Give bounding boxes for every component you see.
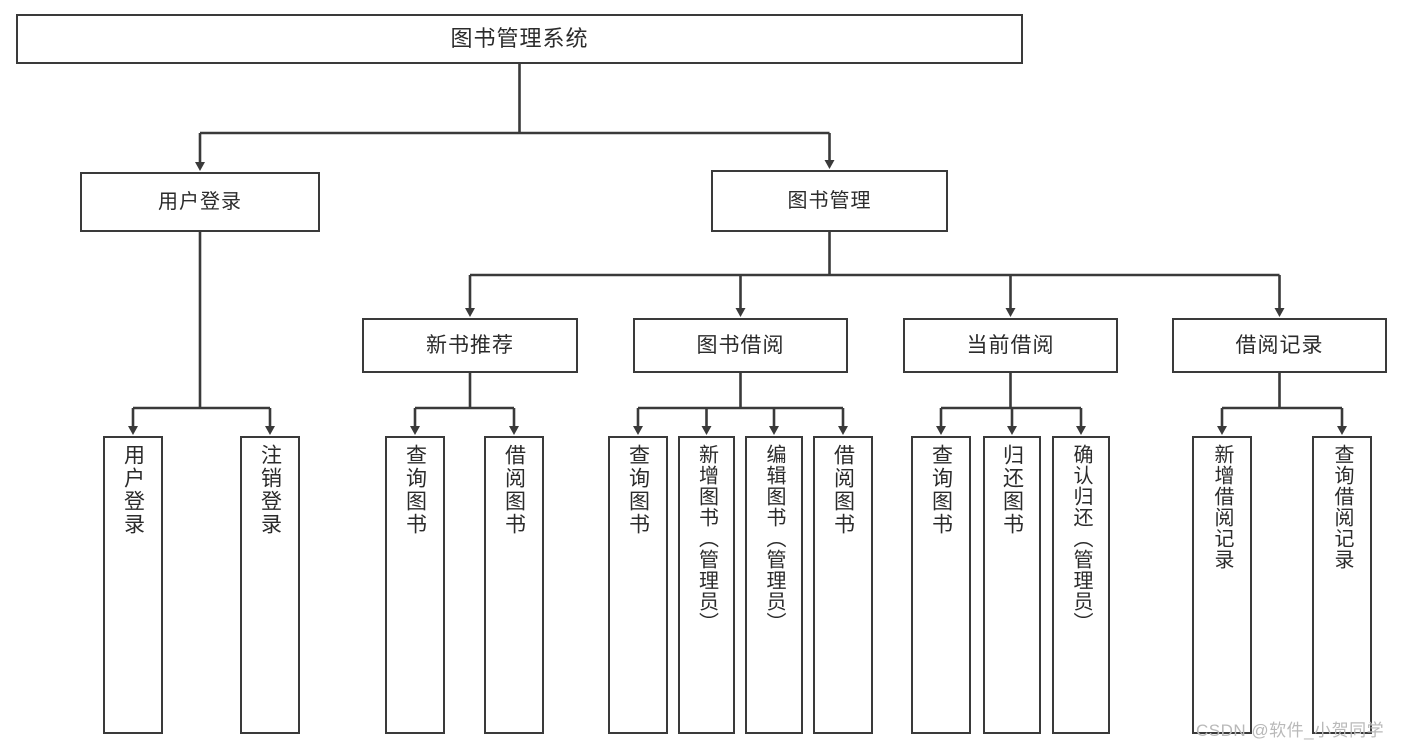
node-current[interactable]: 当前借阅 <box>903 318 1118 373</box>
node-leaf-history-1[interactable]: 新增借阅记录 <box>1192 436 1252 734</box>
node-leaf-newrec-1[interactable]: 查询图书 <box>385 436 445 734</box>
node-label: 图书借阅 <box>696 333 785 357</box>
node-leaf-borrow-4[interactable]: 借阅图书 <box>813 436 873 734</box>
node-leaf-current-2[interactable]: 归还图书 <box>983 436 1041 734</box>
node-root[interactable]: 图书管理系统 <box>16 14 1023 64</box>
node-label: 用户登录 <box>121 444 145 536</box>
node-leaf-borrow-1[interactable]: 查询图书 <box>608 436 668 734</box>
node-label: 查询图书 <box>929 444 953 536</box>
node-leaf-history-2[interactable]: 查询借阅记录 <box>1312 436 1372 734</box>
node-newrec[interactable]: 新书推荐 <box>362 318 578 373</box>
node-leaf-newrec-2[interactable]: 借阅图书 <box>484 436 544 734</box>
node-history[interactable]: 借阅记录 <box>1172 318 1387 373</box>
node-label: 注销登录 <box>258 444 282 536</box>
node-label: 确认归还（管理员） <box>1070 444 1092 633</box>
node-label: 新增图书（管理员） <box>695 444 718 633</box>
node-leaf-borrow-3[interactable]: 编辑图书（管理员） <box>745 436 803 734</box>
node-label: 图书管理系统 <box>450 25 589 51</box>
node-label: 图书管理 <box>787 189 872 212</box>
node-leaf-borrow-2[interactable]: 新增图书（管理员） <box>678 436 735 734</box>
node-label: 编辑图书（管理员） <box>763 444 785 633</box>
node-label: 查询图书 <box>626 444 650 536</box>
node-label: 借阅图书 <box>502 444 526 536</box>
node-label: 当前借阅 <box>966 333 1055 357</box>
node-label: 查询图书 <box>403 444 427 536</box>
watermark-label: CSDN @软件_小贺同学 <box>1196 721 1385 740</box>
node-borrow[interactable]: 图书借阅 <box>633 318 848 373</box>
node-label: 借阅记录 <box>1235 333 1324 357</box>
node-leaf-login-1[interactable]: 用户登录 <box>103 436 163 734</box>
node-login[interactable]: 用户登录 <box>80 172 320 232</box>
node-label: 查询借阅记录 <box>1331 444 1353 570</box>
node-label: 新增借阅记录 <box>1211 444 1233 570</box>
node-label: 借阅图书 <box>831 444 855 536</box>
node-label: 新书推荐 <box>426 333 514 357</box>
node-bookmgmt[interactable]: 图书管理 <box>711 170 948 232</box>
node-label: 归还图书 <box>1000 444 1024 536</box>
node-leaf-current-1[interactable]: 查询图书 <box>911 436 971 734</box>
node-leaf-login-2[interactable]: 注销登录 <box>240 436 300 734</box>
node-label: 用户登录 <box>158 190 242 213</box>
node-leaf-current-3[interactable]: 确认归还（管理员） <box>1052 436 1110 734</box>
